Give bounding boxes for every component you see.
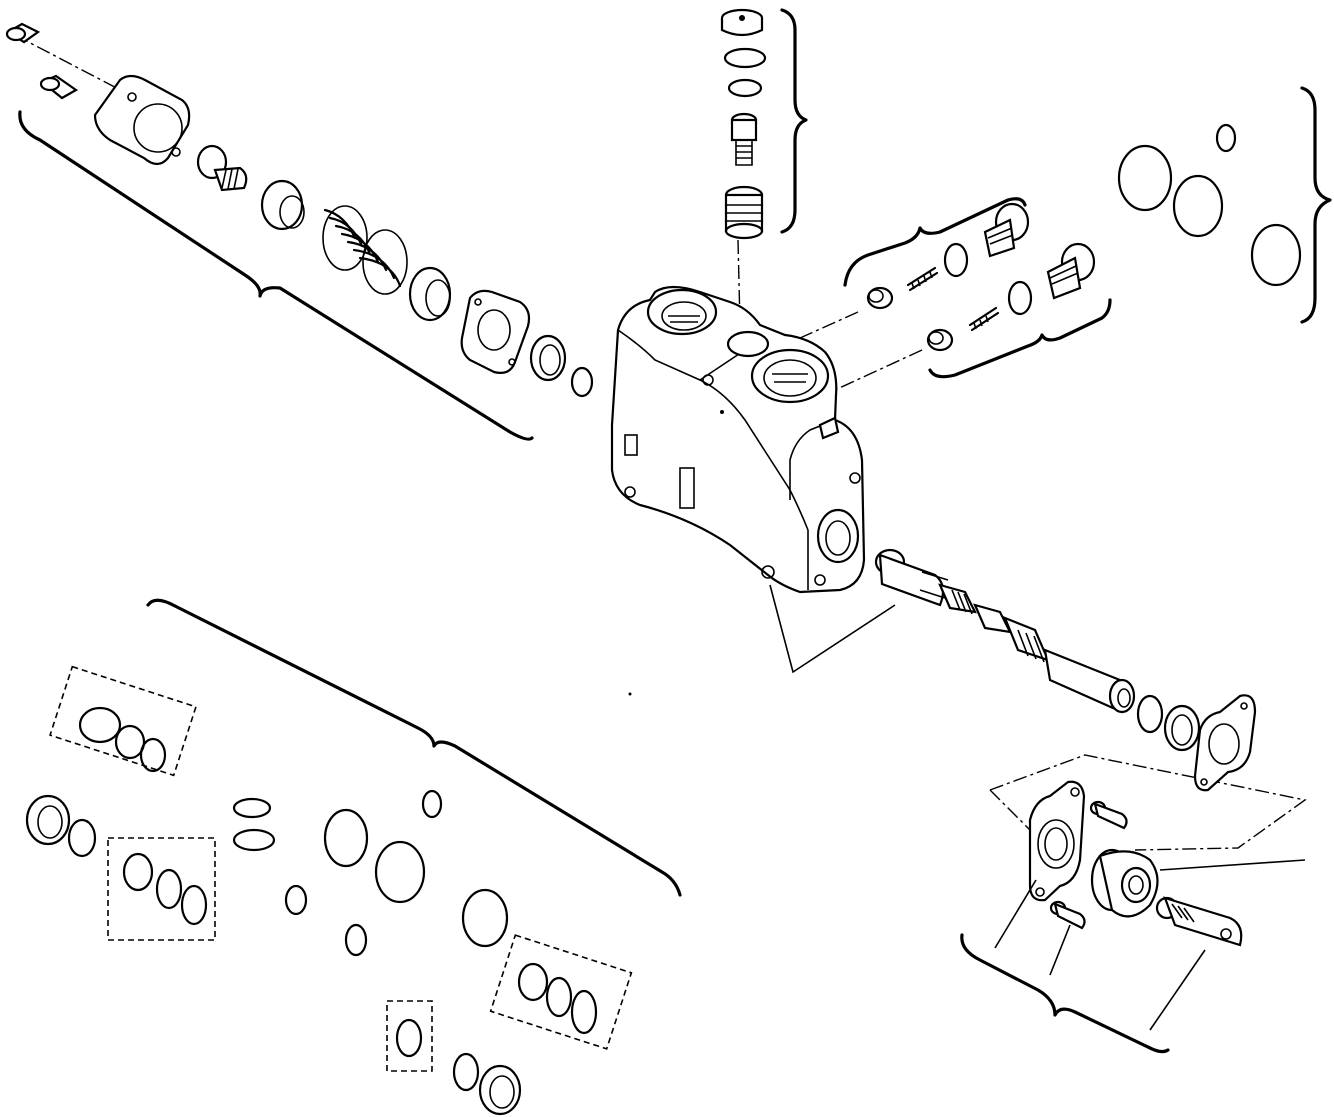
- check-plug-2: [1046, 242, 1096, 300]
- slot-1: [679, 467, 695, 509]
- port-top-center: [726, 330, 770, 358]
- brace-spring-assembly: [18, 110, 534, 441]
- cover-plate: [460, 289, 531, 374]
- o-ring-large-2: [1172, 174, 1224, 238]
- o-ring-bl-4: [284, 884, 308, 916]
- clevis-rod: [1155, 896, 1243, 947]
- relief-o-ring-1: [723, 47, 767, 69]
- check-o-ring-2: [1007, 280, 1033, 316]
- check-plug-1: [983, 202, 1030, 258]
- end-cap-screw-2: [1049, 900, 1086, 930]
- o-ring-bl-2: [232, 797, 272, 819]
- port-top-right: [750, 348, 830, 404]
- end-cap-leaders: [994, 859, 1306, 1031]
- o-ring-bl-7: [421, 789, 443, 819]
- spool-seal: [1163, 704, 1201, 752]
- brace-seal-kit: [146, 598, 682, 897]
- o-ring-large-1: [1117, 144, 1173, 212]
- spool: [874, 548, 1136, 714]
- brace-end-cap-assembly: [960, 933, 1170, 1054]
- seal-group-1-ring-1: [78, 706, 122, 744]
- spring-retainer-1: [260, 179, 305, 231]
- seal-kit-bottom-left: [25, 665, 633, 1116]
- check-spring-1: [906, 266, 939, 292]
- seal-group-1-ring-2: [114, 724, 146, 760]
- o-ring-1: [570, 366, 594, 398]
- seal-group-2-ring-3: [180, 884, 208, 926]
- seal-group-3-ring-3: [570, 989, 598, 1035]
- return-spring: [322, 205, 408, 295]
- seal-group-2-ring-1: [122, 852, 154, 892]
- seal-group-box-3: [489, 934, 633, 1050]
- spool-o-ring: [1136, 694, 1164, 734]
- brace-relief-valve: [780, 8, 808, 234]
- spring-seat-bolt: [196, 144, 248, 192]
- brace-o-ring-set: [1300, 86, 1332, 324]
- seal-group-3-ring-1: [517, 962, 549, 1002]
- o-ring-bl-10: [452, 1052, 480, 1092]
- o-ring-set-top-right: [1117, 123, 1302, 287]
- o-ring-bl-5: [323, 808, 369, 868]
- o-ring-bl-9: [461, 888, 509, 948]
- seal-group-box-1: [49, 665, 197, 777]
- seal-group-1-ring-3: [139, 737, 167, 773]
- check-poppet-2: [926, 328, 954, 352]
- cap-screw-2: [39, 74, 79, 100]
- check-o-ring-1: [943, 242, 969, 278]
- o-ring-large-3: [1250, 223, 1302, 287]
- seal-group-box-4: [386, 1000, 433, 1072]
- slot-2: [624, 434, 638, 456]
- o-ring-bl-1: [67, 818, 97, 858]
- seal-group-3-ring-2: [545, 976, 573, 1018]
- relief-adjuster: [730, 112, 758, 166]
- leader-body-spool: [769, 584, 896, 674]
- end-cap: [1090, 848, 1159, 918]
- seal-group-4-ring: [395, 1018, 423, 1058]
- relief-o-ring-2: [727, 78, 763, 98]
- relief-valve-body: [724, 185, 764, 240]
- end-plate: [1193, 694, 1257, 792]
- o-ring-bl-8: [344, 923, 368, 957]
- seal-ring-bl-2: [478, 1064, 522, 1116]
- seal-group-2-ring-2: [155, 868, 183, 910]
- seal-group-box-2: [107, 837, 216, 941]
- o-ring-small: [1215, 123, 1237, 153]
- spring-retainer-2: [408, 266, 452, 322]
- relief-cap: [720, 8, 764, 37]
- check-poppet-1: [866, 286, 894, 310]
- end-cap-screw-1: [1089, 800, 1128, 830]
- o-ring-bl-3: [232, 828, 276, 852]
- brace-check-valves: [843, 197, 1112, 379]
- o-ring-bl-6: [374, 840, 426, 904]
- spring-cover: [93, 74, 191, 166]
- end-cap-plate: [1028, 780, 1086, 902]
- cap-screw-1: [5, 22, 41, 44]
- valve-body: [610, 285, 866, 594]
- seal-ring-1: [529, 334, 567, 382]
- check-spring-2: [968, 306, 1000, 332]
